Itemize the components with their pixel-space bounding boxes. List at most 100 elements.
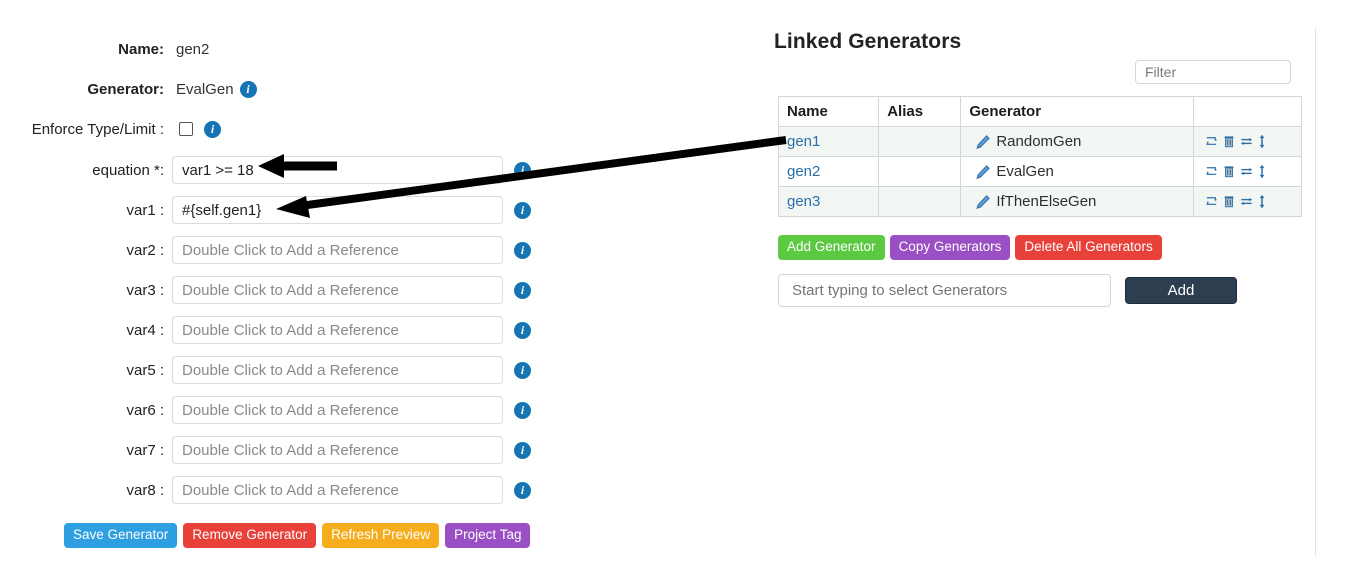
pencil-icon[interactable] [975,164,991,180]
generators-button-bar: Add Generator Copy Generators Delete All… [778,235,1162,260]
add-generator-button[interactable]: Add Generator [778,235,885,260]
updown-arrow-icon[interactable] [1257,164,1267,179]
form-row-enforce-type-limit: Enforce Type/Limit : i [0,114,560,144]
add-generator-row: Add [778,274,1237,307]
cell-generator: EvalGen [960,156,1194,187]
info-icon[interactable]: i [239,80,257,98]
remove-generator-button[interactable]: Remove Generator [183,523,317,548]
updown-arrow-icon[interactable] [1257,194,1267,209]
cell-name: gen1 [777,126,880,157]
cell-alias [878,126,962,157]
var1-input[interactable] [172,196,503,224]
label-var4: var4 : [126,321,164,339]
form-row-var8: var8 : i [0,475,560,505]
save-generator-button[interactable]: Save Generator [64,523,178,548]
enforce-type-limit-checkbox[interactable] [179,122,193,136]
var4-input[interactable] [172,316,503,344]
label-var5: var5 : [126,361,164,379]
info-icon[interactable]: i [514,321,531,339]
var7-input[interactable] [172,436,503,464]
swap-icon[interactable] [1239,194,1254,209]
loop-icon[interactable] [1204,164,1219,179]
info-icon[interactable]: i [514,361,531,379]
value-generator: EvalGen i [172,80,257,98]
info-icon[interactable]: i [514,161,531,179]
info-icon[interactable]: i [514,281,531,299]
form-row-equation: equation *: i [0,155,560,185]
filter-input[interactable] [1135,60,1291,84]
var8-input[interactable] [172,476,503,504]
pencil-icon[interactable] [975,194,991,210]
form-row-var3: var3 : i [0,275,560,305]
info-icon[interactable]: i [204,120,221,138]
table-row: gen2 EvalGen [777,156,1303,187]
updown-arrow-icon[interactable] [1257,134,1267,149]
refresh-preview-button[interactable]: Refresh Preview [322,523,440,548]
cell-name: gen2 [777,156,880,187]
label-var2: var2 : [126,241,164,259]
label-generator: Generator: [87,80,164,98]
info-icon[interactable]: i [514,201,531,219]
table-row: gen3 IfThenElseGen [777,186,1303,217]
column-header-name: Name [777,96,880,127]
trash-icon[interactable] [1222,164,1236,179]
form-row-var1: var1 : i [0,195,560,225]
cell-alias [878,186,962,217]
generator-text: EvalGen [176,80,234,98]
cell-generator: IfThenElseGen [960,186,1194,217]
cell-alias [878,156,962,187]
label-var1: var1 : [126,201,164,219]
linked-generators-panel: Linked Generators Name Alias Generator g… [773,0,1313,571]
var2-input[interactable] [172,236,503,264]
column-header-generator: Generator [960,96,1194,127]
label-var7: var7 : [126,441,164,459]
generator-link[interactable]: gen1 [787,133,821,150]
delete-all-generators-button[interactable]: Delete All Generators [1015,235,1162,260]
generator-name: RandomGen [996,133,1082,150]
form-row-var7: var7 : i [0,435,560,465]
label-equation: equation *: [92,161,164,179]
trash-icon[interactable] [1222,134,1236,149]
generator-link[interactable]: gen2 [787,163,821,180]
trash-icon[interactable] [1222,194,1236,209]
add-button[interactable]: Add [1125,277,1237,304]
equation-input[interactable] [172,156,503,184]
swap-icon[interactable] [1239,134,1254,149]
cell-actions [1192,156,1303,187]
pencil-icon[interactable] [975,134,991,150]
label-var3: var3 : [126,281,164,299]
var5-input[interactable] [172,356,503,384]
var3-input[interactable] [172,276,503,304]
form-row-var2: var2 : i [0,235,560,265]
info-icon[interactable]: i [514,481,531,499]
label-var6: var6 : [126,401,164,419]
loop-icon[interactable] [1204,134,1219,149]
cell-name: gen3 [777,186,880,217]
value-enforce-type-limit: i [172,120,221,138]
loop-icon[interactable] [1204,194,1219,209]
var6-input[interactable] [172,396,503,424]
page-divider [1315,28,1316,556]
project-tag-button[interactable]: Project Tag [445,523,531,548]
column-header-alias: Alias [878,96,962,127]
generator-link[interactable]: gen3 [787,193,821,210]
label-var8: var8 : [126,481,164,499]
generator-name: EvalGen [996,163,1054,180]
copy-generators-button[interactable]: Copy Generators [889,235,1011,260]
linked-generators-table: Name Alias Generator gen1 [777,96,1303,217]
form-row-var6: var6 : i [0,395,560,425]
column-header-actions [1192,96,1303,127]
generator-name: IfThenElseGen [996,193,1097,210]
cell-generator: RandomGen [960,126,1194,157]
form-row-var4: var4 : i [0,315,560,345]
table-header-row: Name Alias Generator [777,96,1303,127]
swap-icon[interactable] [1239,164,1254,179]
name-text: gen2 [176,40,210,58]
value-name: gen2 [172,41,209,58]
info-icon[interactable]: i [514,441,531,459]
info-icon[interactable]: i [514,241,531,259]
generator-select-input[interactable] [778,274,1111,307]
info-icon[interactable]: i [514,401,531,419]
form-row-name: Name: gen2 [0,34,560,64]
form-row-generator: Generator: EvalGen i [0,74,560,104]
